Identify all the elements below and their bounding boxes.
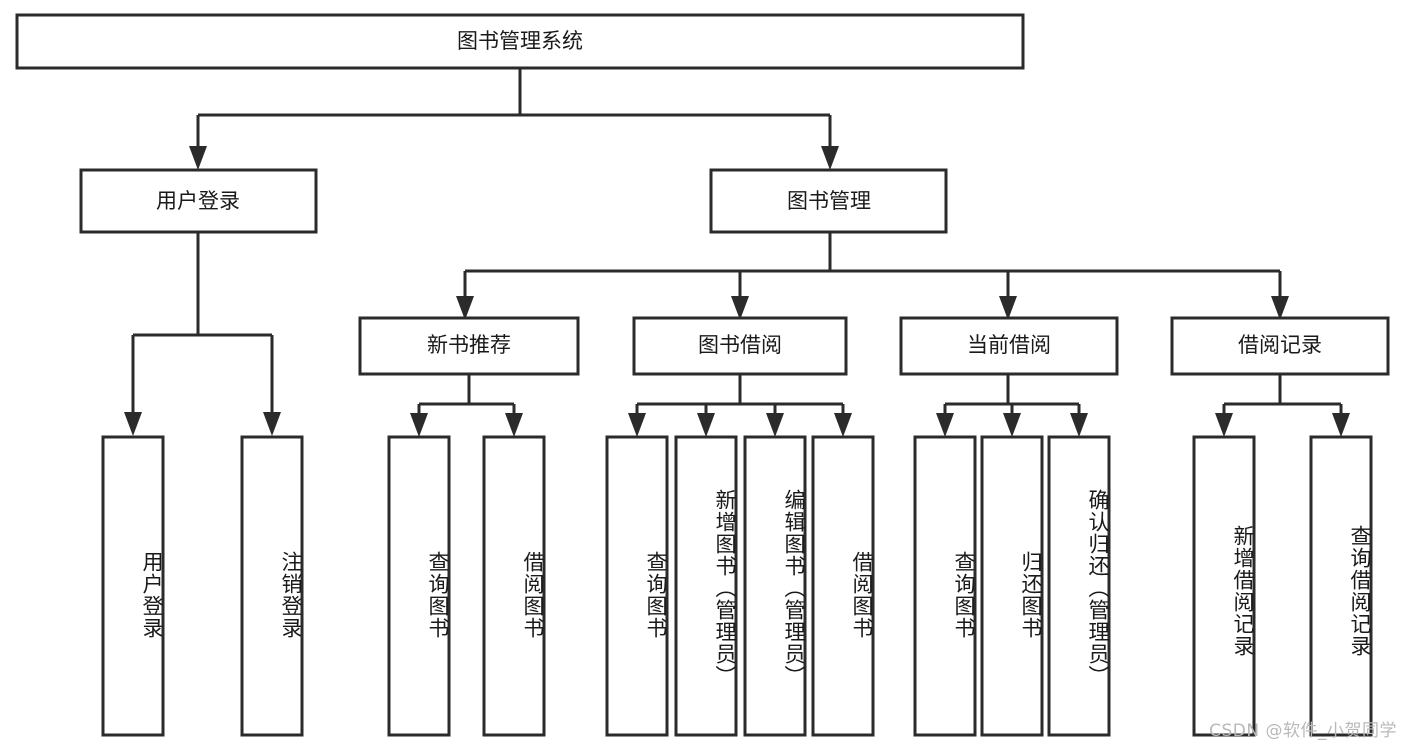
leaf-box-borrow-book-nbr[interactable]	[482, 435, 546, 737]
arrow-cb-leaf-3	[1070, 413, 1088, 437]
node-root[interactable]	[15, 13, 1025, 70]
leaf-box-query-book-nbr[interactable]	[387, 435, 451, 737]
node-root-label: 图书管理系统	[457, 29, 583, 53]
arrow-br-leaf-2	[1332, 413, 1350, 437]
arrow-bb-leaf-4	[834, 413, 852, 437]
leaf-box-query-book-cb[interactable]	[913, 435, 977, 737]
arrow-nbr-leaf-1	[410, 413, 428, 437]
arrow-cb-leaf-2	[1003, 413, 1021, 437]
node-book-management-label: 图书管理	[787, 189, 871, 213]
arrow-to-borrow-record	[1271, 296, 1289, 320]
arrow-to-new-book-rec	[456, 296, 474, 320]
arrow-to-book-borrow	[731, 296, 749, 320]
csdn-watermark: CSDN @软件_小贺同学	[1209, 721, 1397, 741]
leaf-box-query-borrow-record[interactable]	[1309, 435, 1373, 737]
node-borrow-record[interactable]	[1170, 316, 1390, 376]
node-user-login-label: 用户登录	[156, 189, 240, 213]
leaf-box-add-book-admin[interactable]	[674, 435, 738, 737]
node-user-login[interactable]	[79, 168, 318, 234]
arrow-root-to-book-mgmt	[821, 146, 839, 170]
arrow-root-to-user-login	[189, 146, 207, 170]
node-new-book-recommend[interactable]	[358, 316, 580, 376]
node-current-borrow-label: 当前借阅	[967, 333, 1051, 357]
node-book-management[interactable]	[709, 168, 948, 234]
arrow-bb-leaf-2	[697, 413, 715, 437]
leaf-box-confirm-return-admin[interactable]	[1047, 435, 1111, 737]
leaf-box-edit-book-admin[interactable]	[743, 435, 807, 737]
arrow-to-leaf-logout	[263, 412, 281, 436]
arrow-nbr-leaf-2	[505, 413, 523, 437]
arrow-to-current-borrow	[999, 296, 1017, 320]
arrow-bb-leaf-1	[628, 413, 646, 437]
node-book-borrow-label: 图书借阅	[698, 333, 782, 357]
leaf-box-borrow-book-bb[interactable]	[811, 435, 875, 737]
leaf-box-query-book-bb[interactable]	[605, 435, 669, 737]
arrow-to-leaf-user-login	[124, 412, 142, 436]
node-book-borrow[interactable]	[632, 316, 848, 376]
node-current-borrow[interactable]	[899, 316, 1119, 376]
arrow-bb-leaf-3	[766, 413, 784, 437]
leaf-box-user-login[interactable]	[101, 435, 165, 737]
arrow-cb-leaf-1	[936, 413, 954, 437]
leaf-box-return-book[interactable]	[980, 435, 1044, 737]
node-borrow-record-label: 借阅记录	[1238, 333, 1322, 357]
leaf-box-logout[interactable]	[240, 435, 304, 737]
node-new-book-recommend-label: 新书推荐	[427, 333, 511, 357]
leaf-box-add-borrow-record[interactable]	[1192, 435, 1256, 737]
arrow-br-leaf-1	[1215, 413, 1233, 437]
